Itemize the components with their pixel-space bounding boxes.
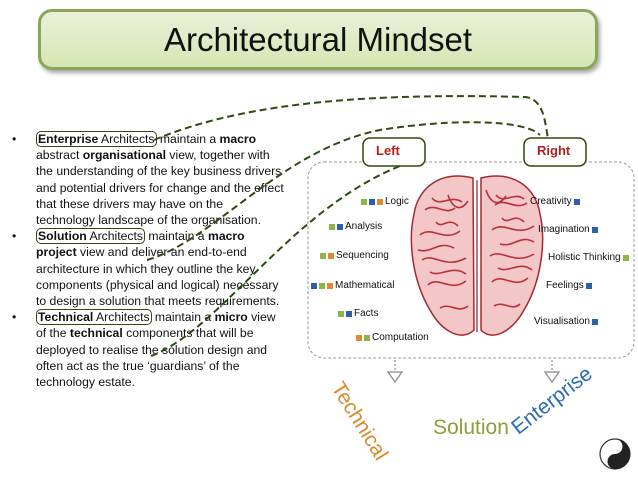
- bullet-segment: view and deliver an end-to-end architect…: [36, 245, 280, 309]
- bullet-segment: organisational: [82, 148, 167, 163]
- bullet-segment: macro: [219, 132, 257, 146]
- bullet-segment: view, together with the understanding of…: [36, 148, 284, 228]
- function-text: Holistic Thinking: [548, 252, 621, 263]
- right-label: Right: [537, 143, 571, 158]
- color-square: [337, 223, 343, 230]
- color-square: [622, 254, 629, 261]
- color-square: [319, 282, 325, 289]
- right-function-label: Imagination: [538, 224, 598, 235]
- color-square: [329, 223, 335, 230]
- color-square: [311, 282, 317, 289]
- left-function-label: Analysis: [329, 221, 382, 232]
- bullet-text: Technical Architects maintain a micro vi…: [36, 309, 276, 389]
- word-solution: Solution: [433, 416, 509, 439]
- bullet-segment: Architects: [93, 310, 150, 325]
- bullet-segment: maintain a: [156, 132, 220, 146]
- role-highlight: Enterprise Architects: [36, 131, 157, 147]
- bullet-dot: •: [12, 132, 17, 146]
- function-text: Analysis: [345, 221, 383, 232]
- left-function-label: Logic: [361, 196, 409, 207]
- color-square: [320, 252, 326, 259]
- bullet-segment: macro project: [36, 229, 245, 260]
- color-square: [328, 252, 334, 259]
- bullet-technical: • Technical Architects maintain a micro v…: [12, 309, 284, 390]
- bullet-segment: Technical: [38, 310, 94, 325]
- left-label: Left: [376, 143, 400, 158]
- function-text: Facts: [354, 308, 379, 319]
- title-banner: Architectural Mindset: [38, 9, 598, 70]
- left-label-box: [362, 137, 426, 167]
- bullet-segment: Enterprise: [38, 132, 99, 146]
- function-text: Creativity: [530, 196, 572, 207]
- color-square: [377, 198, 383, 205]
- yin-yang-logo: [599, 438, 631, 470]
- color-square: [573, 198, 580, 205]
- color-square: [591, 226, 598, 233]
- role-highlight: Solution Architects: [36, 228, 145, 245]
- right-function-label: Creativity: [530, 196, 580, 207]
- bullet-text: Enterprise Architects maintain a macro a…: [36, 131, 284, 227]
- color-square: [346, 310, 352, 317]
- bullet-segment: maintain a: [151, 310, 215, 325]
- function-text: Mathematical: [335, 280, 395, 291]
- bullet-solution: • Solution Architects maintain a macro pr…: [12, 228, 284, 309]
- bullet-segment: view of the: [36, 310, 276, 341]
- bullet-segment: micro: [214, 310, 248, 325]
- bullet-dot: •: [12, 310, 17, 325]
- bullet-enterprise: • Enterprise Architects maintain a macro …: [12, 131, 284, 228]
- color-square: [369, 198, 375, 205]
- color-square: [327, 282, 333, 289]
- right-function-label: Feelings: [546, 280, 592, 291]
- function-text: Visualisation: [534, 316, 590, 327]
- color-square: [591, 318, 598, 325]
- bullet-segment: Solution: [38, 229, 87, 244]
- bullet-list: • Enterprise Architects maintain a macro …: [12, 131, 284, 390]
- function-text: Feelings: [546, 280, 584, 291]
- bullet-dot: •: [12, 229, 17, 244]
- brain-frame: [307, 161, 635, 359]
- brain-illustration: [410, 175, 544, 336]
- left-function-label: Computation: [356, 332, 429, 343]
- right-label-box: [523, 137, 587, 167]
- function-text: Imagination: [538, 224, 590, 235]
- color-square: [364, 334, 370, 341]
- right-function-label: Visualisation: [534, 316, 598, 327]
- connector-technical: [150, 165, 401, 357]
- left-function-label: Sequencing: [320, 250, 389, 261]
- bullet-segment: abstract: [36, 148, 83, 163]
- function-text: Sequencing: [336, 250, 389, 261]
- page-title: Architectural Mindset: [163, 20, 473, 58]
- bullet-text: Solution Architects maintain a macro pro…: [36, 228, 279, 308]
- role-highlight: Technical Architects: [36, 309, 152, 326]
- bullet-segment: Architects: [98, 132, 155, 146]
- bullet-segment: Architects: [86, 229, 143, 244]
- right-function-label: Holistic Thinking: [548, 252, 629, 263]
- color-square: [585, 282, 592, 289]
- color-square: [361, 198, 367, 205]
- function-text: Computation: [372, 332, 429, 343]
- arrow-right-head: [543, 371, 561, 384]
- connector-enterprise: [153, 95, 549, 141]
- bullet-segment: technical: [69, 326, 123, 341]
- function-text: Logic: [385, 196, 409, 207]
- color-square: [338, 310, 344, 317]
- arrow-left-head: [386, 371, 404, 384]
- left-function-label: Facts: [338, 308, 378, 319]
- color-square: [356, 334, 362, 341]
- left-function-label: Mathematical: [311, 280, 394, 291]
